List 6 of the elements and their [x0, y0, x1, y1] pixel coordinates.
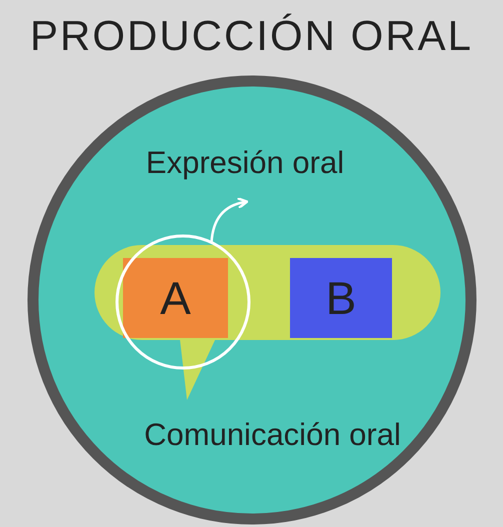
- letter-tile: A: [123, 258, 228, 338]
- bubble-caption: Comunicación oral: [143, 417, 402, 453]
- arrow: [210, 197, 248, 243]
- title: PRODUCCIÓN ORAL: [28, 12, 474, 60]
- letter-tile: B: [290, 258, 392, 338]
- topic-label: Expresión oral: [140, 145, 350, 200]
